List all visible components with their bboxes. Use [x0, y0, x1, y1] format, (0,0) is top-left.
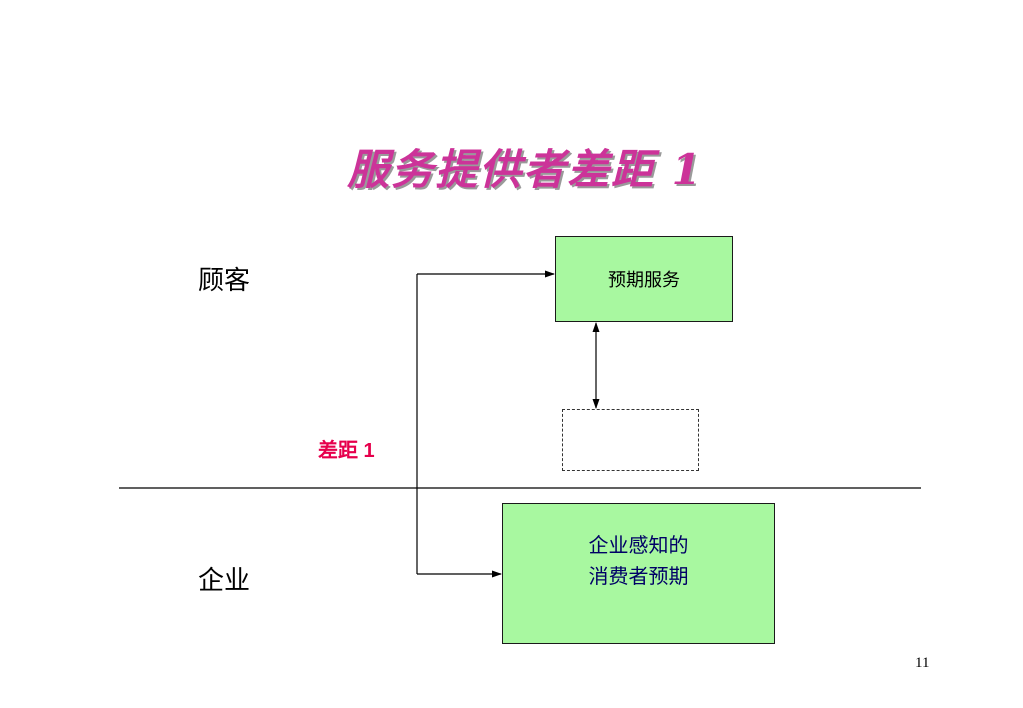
perceived-expectation-line-2: 消费者预期	[588, 563, 689, 588]
perceived-expectation-line-1: 企业感知的	[588, 532, 689, 557]
company-label: 企业	[198, 566, 251, 596]
gap-label: 差距 1	[318, 440, 375, 462]
expected-service-label: 预期服务	[608, 270, 680, 291]
perceived-expectation-box: 企业感知的 消费者预期	[502, 503, 775, 644]
dashed-placeholder-box	[562, 409, 699, 471]
expected-service-box: 预期服务	[555, 236, 733, 322]
page-number: 11	[915, 655, 930, 671]
customer-label: 顾客	[198, 266, 251, 296]
slide-title: 服务提供者差距 1	[347, 145, 703, 194]
